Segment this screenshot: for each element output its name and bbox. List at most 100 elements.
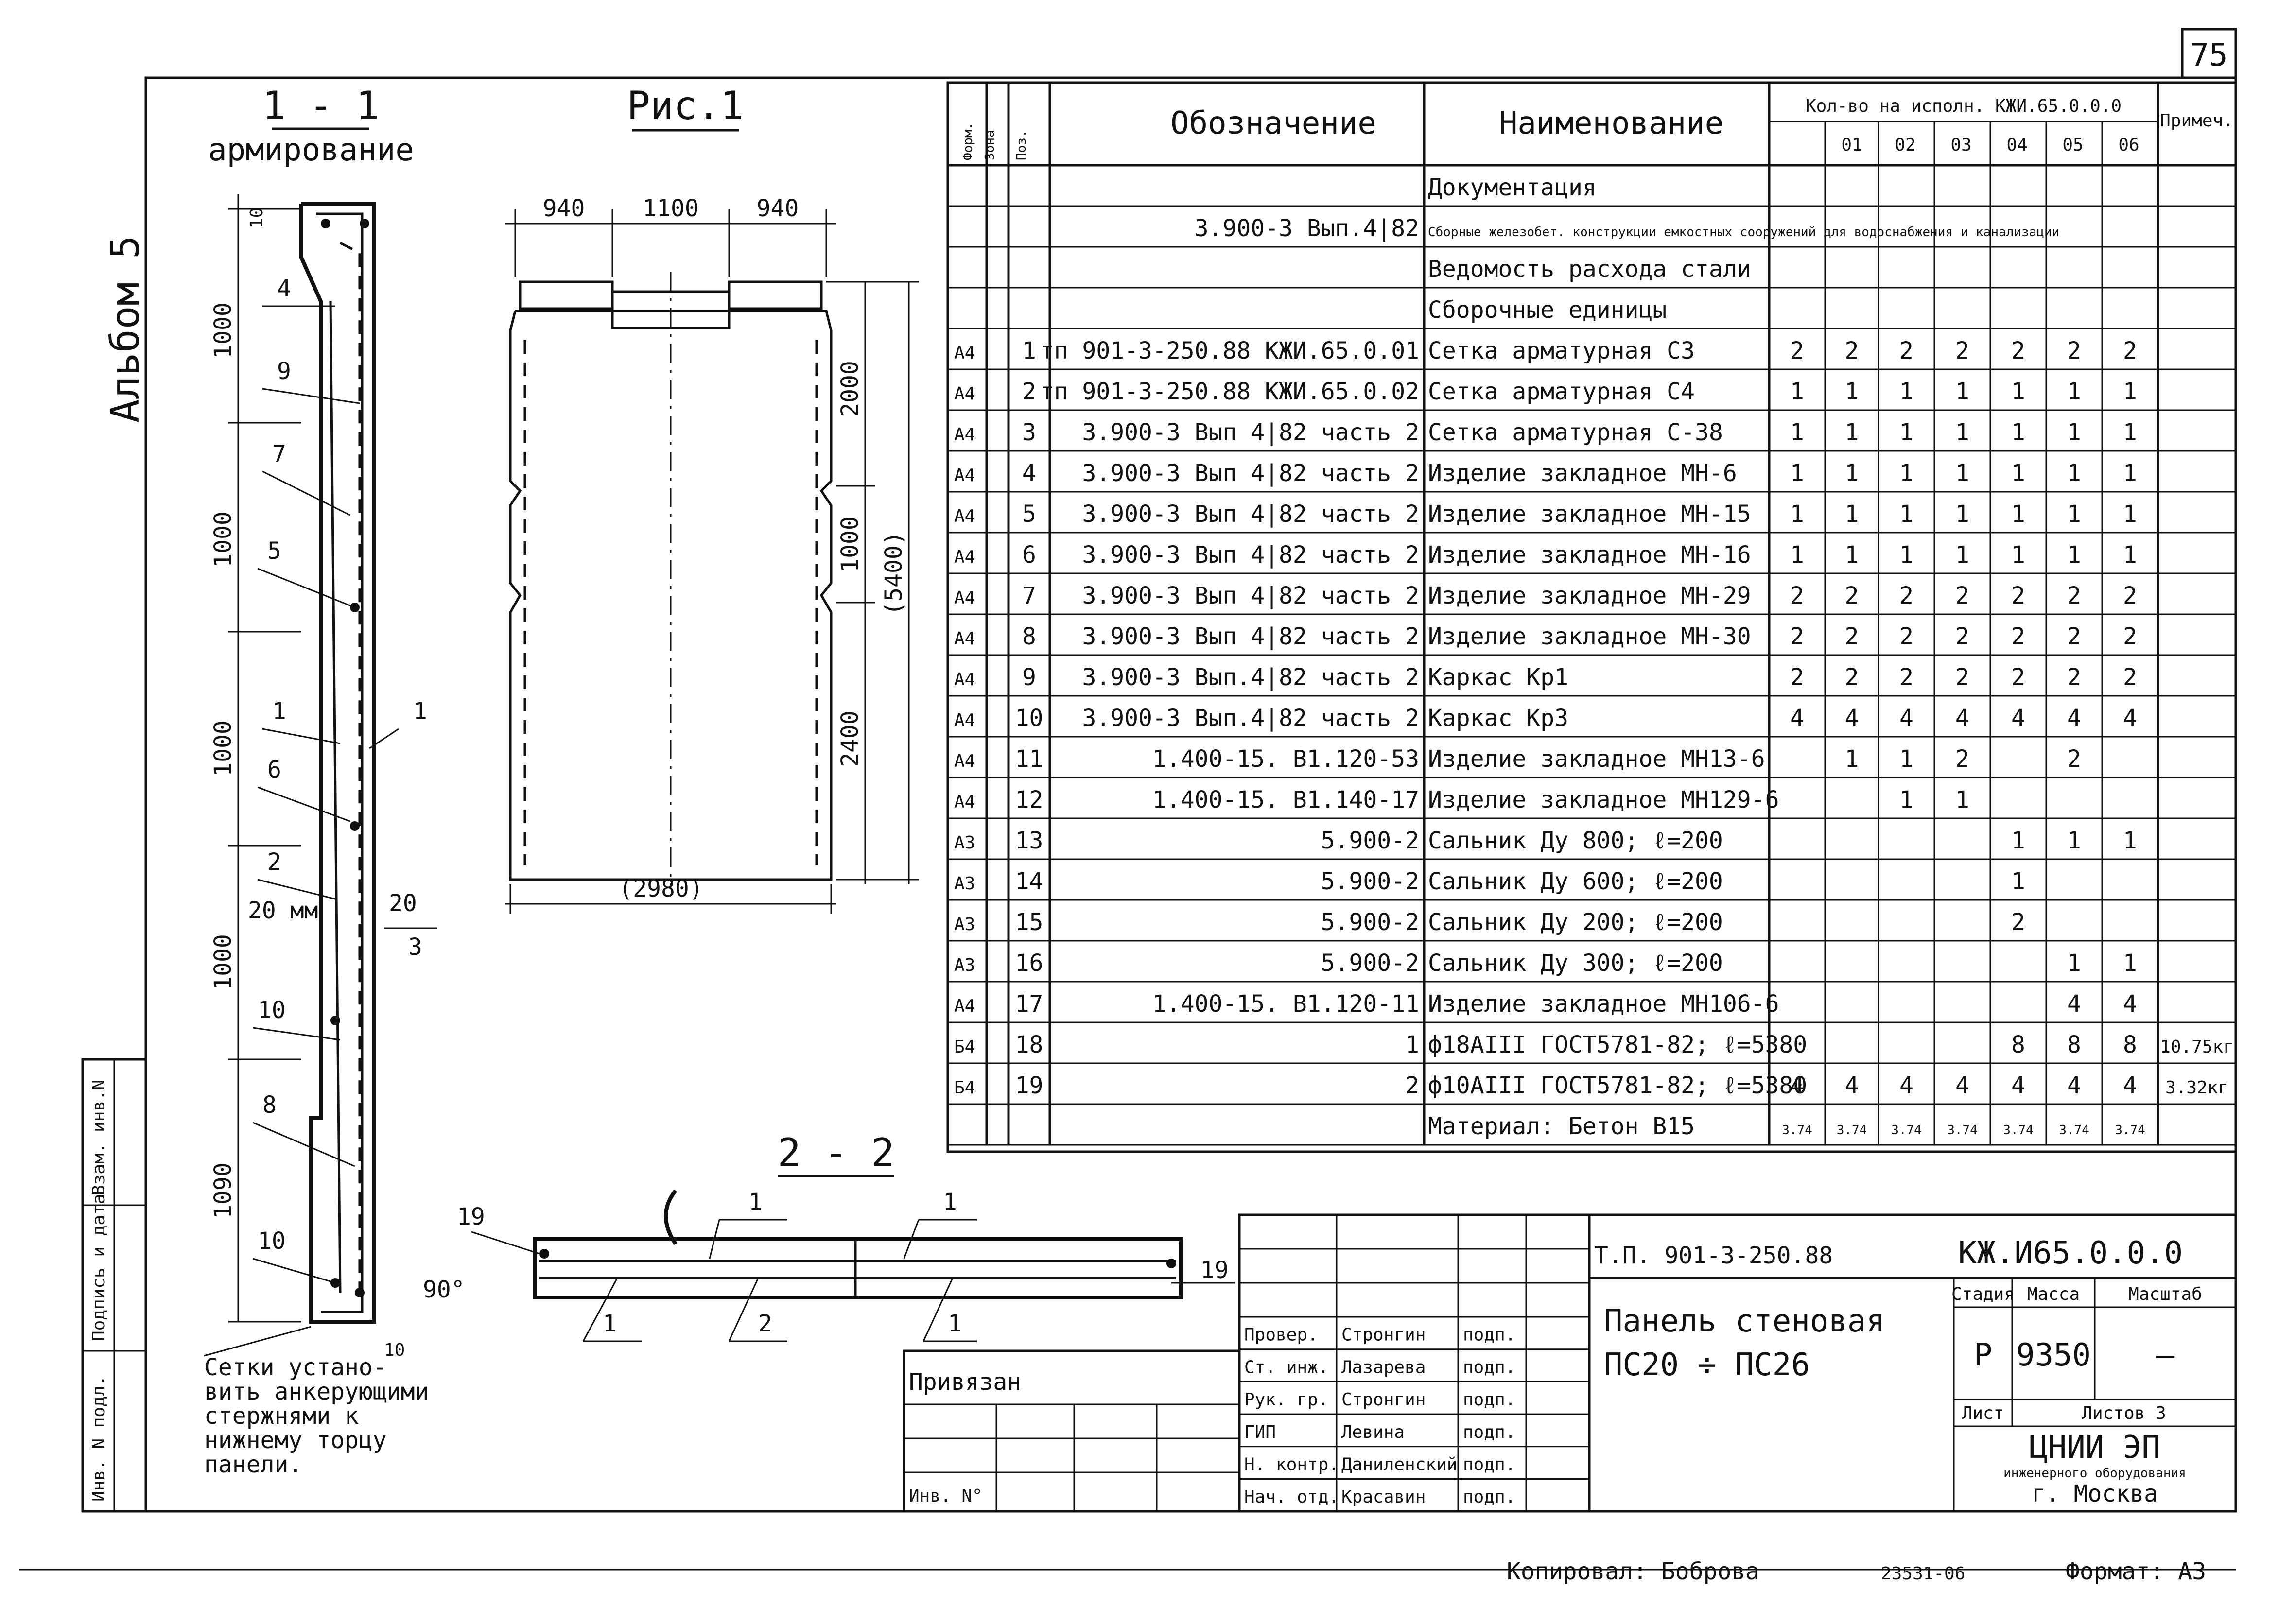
spec-cell-qty: 1 — [1845, 541, 1859, 569]
bound-label: Привязан — [909, 1368, 1021, 1396]
callout-leader — [257, 879, 336, 900]
spec-cell-pos: 3 — [1022, 419, 1036, 446]
spec-row: Сборочные единицы — [1428, 296, 1667, 324]
spec-cell-qty: 2 — [1790, 623, 1804, 650]
spec-cell-designation: 5.900-2 — [1321, 868, 1419, 895]
spec-cell-qty: 3.74 — [2003, 1123, 2034, 1138]
spec-cell-name: Документация — [1428, 174, 1597, 201]
spec-cell-qty: 1 — [2067, 501, 2081, 528]
staff-role: Н. контр. — [1244, 1455, 1339, 1475]
spec-cell-qty: 2 — [2123, 582, 2137, 609]
section-2-2-outline — [533, 1237, 1183, 1299]
spec-cell-format: А4 — [954, 629, 975, 649]
page-number: 75 — [2190, 37, 2227, 73]
spec-cell-format: А4 — [954, 751, 975, 771]
spec-cell-qty: 1 — [2011, 541, 2025, 569]
dim-1000: 1000 — [209, 934, 237, 990]
dim-1000: 1000 — [209, 720, 237, 777]
callout-2-bottom: 2 — [758, 1310, 772, 1337]
spec-cell-qty: 1 — [2067, 378, 2081, 405]
spec-cell-name: Сетка арматурная С4 — [1428, 378, 1695, 405]
staff-signature: подп. — [1463, 1390, 1515, 1410]
spec-cell-designation: 3.900-3 Вып.4|82 часть 2 — [1082, 705, 1419, 732]
dim-small-10-top: 10 — [247, 207, 267, 228]
spec-cell-format: А3 — [954, 874, 975, 894]
spec-cell-pos: 1 — [1022, 337, 1036, 364]
spec-cell-qty: 2 — [2011, 664, 2025, 691]
spec-cell-designation: 1.400-15. В1.140-17 — [1152, 786, 1419, 813]
callout-leader — [369, 728, 399, 749]
callout-1-right: 1 — [413, 698, 427, 725]
staff-role: ГИП — [1244, 1422, 1276, 1442]
spec-cell-name: Сборочные единицы — [1428, 296, 1667, 324]
spec-cell-qty: 1 — [1899, 745, 1913, 773]
spec-cell-qty: 1 — [1790, 541, 1804, 569]
rebar-dot — [1166, 1259, 1176, 1268]
spec-header-qty: Кол-во на исполн. КЖИ.65.0.0.0 — [1806, 96, 2122, 116]
wall-outline — [299, 202, 376, 1324]
spec-cell-qty: 1 — [1899, 541, 1913, 569]
staff-signature: подп. — [1463, 1422, 1515, 1442]
title-stage-label: Стадия — [1951, 1284, 2015, 1304]
spec-cell-pos: 6 — [1022, 541, 1036, 569]
callout-1-bottom-right: 1 — [948, 1310, 962, 1337]
spec-cell-qty: 1 — [2067, 419, 2081, 446]
staff-signature: подп. — [1463, 1325, 1515, 1345]
rebar-dot — [360, 219, 369, 228]
spec-cell-qty: 1 — [2011, 460, 2025, 487]
spec-cell-qty: 2 — [1845, 664, 1859, 691]
spec-cell-name: Сальник Ду 300; ℓ=200 — [1428, 950, 1723, 977]
spec-cell-qty: 1 — [1899, 460, 1913, 487]
callout-leader — [922, 1278, 954, 1342]
spec-cell-qty: 4 — [2011, 705, 2025, 732]
spec-cell-qty: 1 — [1845, 378, 1859, 405]
spec-cell-qty: 1 — [2123, 950, 2137, 977]
spec-cell-qty: 3.74 — [1782, 1123, 1812, 1138]
spec-cell-name: Изделие закладное МН13-6 — [1428, 745, 1765, 773]
spec-cell-pos: 12 — [1015, 786, 1044, 813]
spec-cell-qty: 1 — [1955, 378, 1969, 405]
spec-cell-designation: 3.900-3 Вып 4|82 часть 2 — [1082, 623, 1419, 650]
spec-cell-pos: 16 — [1015, 950, 1044, 977]
wall-reinforcement-outer — [316, 212, 364, 1313]
spec-cell-pos: 18 — [1015, 1031, 1044, 1058]
spec-cell-note: 10.75кг — [2160, 1037, 2234, 1057]
spec-cell-qty: 1 — [2123, 460, 2137, 487]
spec-cell-designation: 1.400-15. В1.120-53 — [1152, 745, 1419, 773]
spec-cell-name: Сальник Ду 600; ℓ=200 — [1428, 868, 1723, 895]
spec-header-variant: 06 — [2118, 135, 2139, 155]
spec-cell-qty: 2 — [1955, 623, 1969, 650]
staff-role: Провер. — [1244, 1325, 1318, 1345]
rebar-dot — [355, 1288, 365, 1297]
spec-cell-designation: 2 — [1405, 1072, 1419, 1099]
spec-cell-qty: 1 — [2011, 868, 2025, 895]
spec-cell-qty: 1 — [1790, 419, 1804, 446]
staff-signature: подп. — [1463, 1487, 1515, 1507]
spec-cell-format: А3 — [954, 955, 975, 975]
staff-role: Нач. отд. — [1244, 1487, 1339, 1507]
spec-cell-note: 3.32кг — [2165, 1078, 2228, 1098]
spec-cell-qty: 1 — [1955, 419, 1969, 446]
spec-cell-qty: 1 — [1790, 460, 1804, 487]
spec-cell-format: А4 — [954, 670, 975, 690]
spec-cell-qty: 4 — [2067, 1072, 2081, 1099]
callout-7: 7 — [272, 440, 286, 467]
spec-cell-qty: 1 — [2067, 827, 2081, 854]
spec-cell-qty: 2 — [1899, 337, 1913, 364]
dim-small-10-bottom: 10 — [384, 1340, 405, 1360]
spec-cell-qty: 2 — [2123, 664, 2137, 691]
spec-cell-designation: тп 901-3-250.88 КЖИ.65.0.01 — [1040, 337, 1419, 364]
dim-overall-height: (5400) — [880, 531, 907, 615]
spec-cell-pos: 13 — [1015, 827, 1044, 854]
spec-row: Ведомость расхода стали — [1428, 256, 1751, 283]
spec-cell-qty: 1 — [2123, 378, 2137, 405]
staff-role: Ст. инж. — [1244, 1357, 1328, 1377]
spec-cell-designation: 3.900-3 Вып 4|82 часть 2 — [1082, 460, 1419, 487]
